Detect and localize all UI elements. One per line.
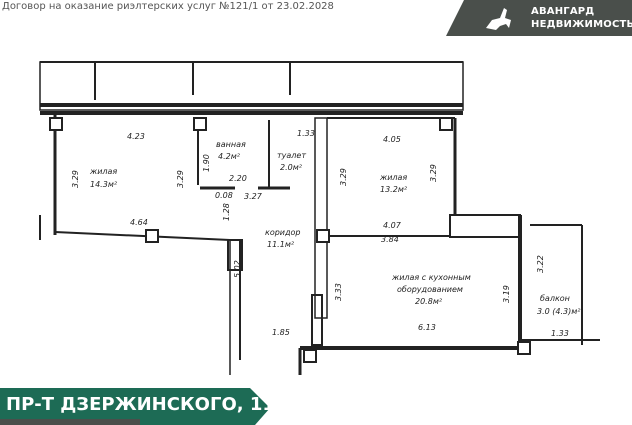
dimension: 4.05 [383, 135, 401, 144]
dimension: 3.29 [71, 170, 80, 188]
room-name: жилая [89, 167, 117, 176]
dimension: 1.33 [297, 129, 315, 138]
room-labels: жилая 14.3м² ванная 4.2м² туалет 2.0м² ж… [89, 140, 581, 316]
room-name: коридор [265, 228, 301, 237]
columns [49, 117, 531, 363]
room-area: 2.0м² [280, 163, 303, 172]
walls [39, 61, 600, 375]
dimension: 4.23 [127, 132, 145, 141]
dimension: 1.28 [222, 203, 231, 221]
dimension: 1.85 [272, 328, 290, 337]
room-name: туалет [277, 151, 306, 160]
dimension: 5.02 [233, 260, 242, 278]
dimension: 3.29 [339, 168, 348, 186]
address-title: ПР-Т ДЗЕРЖИНСКОГО, 11 [6, 394, 275, 415]
dimension: 1.90 [202, 154, 211, 172]
room-area: 14.3м² [90, 180, 118, 189]
horse-rider-icon [486, 8, 511, 30]
dimension: 1.33 [551, 329, 569, 338]
room-area: 4.2м² [218, 152, 241, 161]
dimension: 4.07 [383, 221, 402, 230]
dimension-labels: 4.23 3.29 3.29 1.90 2.20 0.08 3.27 1.28 … [71, 129, 569, 338]
dimension: 6.13 [418, 323, 436, 332]
dimension: 3.27 [244, 192, 263, 201]
dimension: 0.08 [215, 191, 233, 200]
dimension: 3.84 [381, 235, 399, 244]
contract-caption: Договор на оказание риэлтерских услуг №1… [2, 1, 334, 12]
room-name: жилая с кухонным [391, 273, 471, 282]
room-name: ванная [216, 140, 246, 149]
room-area: 13.2м² [380, 185, 408, 194]
dimension: 3.19 [502, 285, 511, 303]
room-area: 3.0 (4.3)м² [537, 307, 581, 316]
logo: АВАНГАРД НЕДВИЖИМОСТЬ [446, 0, 632, 36]
logo-line2: НЕДВИЖИМОСТЬ [531, 19, 632, 30]
room-name: оборудованием [397, 285, 463, 294]
dimension: 3.22 [536, 255, 545, 273]
dimension: 3.29 [429, 164, 438, 182]
address-banner [0, 388, 270, 425]
dimension: 3.33 [334, 283, 343, 301]
room-name: балкон [540, 294, 570, 303]
room-name: жилая [379, 173, 407, 182]
room-area: 11.1м² [267, 240, 295, 249]
dimension: 2.20 [229, 174, 247, 183]
dimension: 4.64 [130, 218, 148, 227]
room-area: 20.8м² [415, 297, 443, 306]
logo-line1: АВАНГАРД [531, 6, 595, 17]
dimension: 3.29 [176, 170, 185, 188]
